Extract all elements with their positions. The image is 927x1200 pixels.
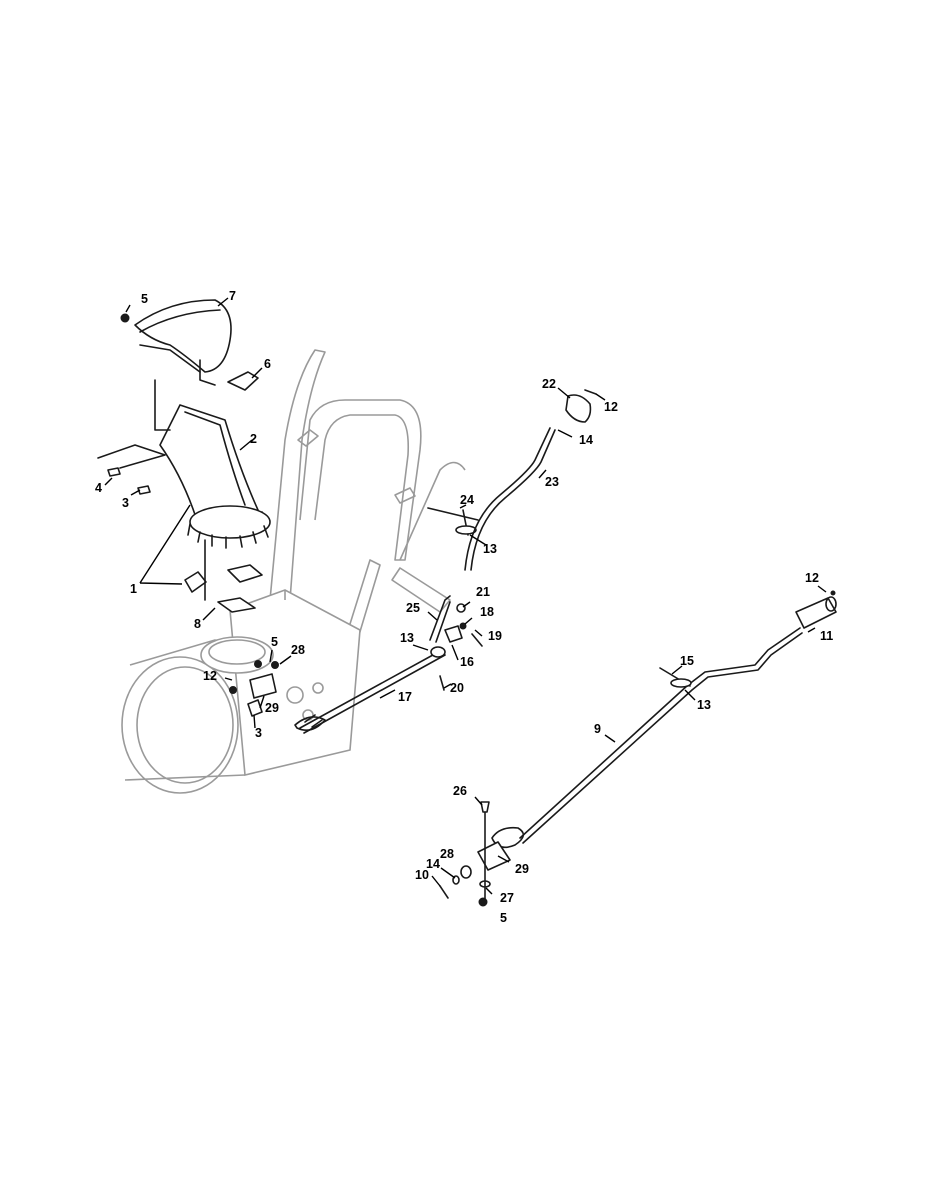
callout-6: 6: [264, 357, 271, 371]
mid-linkage: [429, 595, 483, 691]
chute-tilt-handle: [227, 371, 259, 391]
callout-4: 4: [95, 481, 102, 495]
callout-29-lower: 29: [515, 862, 529, 876]
callout-5-mid: 5: [271, 635, 278, 649]
callout-12-upper: 12: [604, 400, 618, 414]
shift-rod: [519, 590, 837, 844]
callout-19: 19: [488, 629, 502, 643]
callout-23: 23: [545, 475, 559, 489]
snowblower-frame: [121, 349, 466, 794]
chute-hardware: [107, 313, 263, 613]
leader-lines: [104, 297, 827, 895]
callout-8: 8: [194, 617, 201, 631]
chute-deflector: [134, 299, 232, 373]
callout-12-left: 12: [203, 669, 217, 683]
callout-10: 10: [415, 868, 429, 882]
callout-5-top: 5: [141, 292, 148, 306]
callout-1: 1: [130, 582, 137, 596]
callout-9: 9: [594, 722, 601, 736]
chute-body: [159, 404, 271, 549]
callout-12-right: 12: [805, 571, 819, 585]
callout-18: 18: [480, 605, 494, 619]
callout-13-upper: 13: [483, 542, 497, 556]
callout-24: 24: [460, 493, 474, 507]
callout-14-upper: 14: [579, 433, 593, 447]
callout-labels: 1 2 3 3 4 5 5 5 6 7 8 9 10 11 12 12 12 1…: [95, 289, 833, 925]
alignment-guides: [97, 359, 216, 601]
chute-cable: [294, 646, 446, 734]
chute-control-rod: [427, 389, 597, 571]
callout-5-bottom: 5: [500, 911, 507, 925]
callout-13-mid: 13: [400, 631, 414, 645]
callout-15: 15: [680, 654, 694, 668]
callout-16: 16: [460, 655, 474, 669]
callout-25: 25: [406, 601, 420, 615]
lower-bracket-cluster: [439, 801, 525, 907]
callout-14-lower: 14: [426, 857, 440, 871]
callout-21: 21: [476, 585, 490, 599]
callout-28-upper: 28: [291, 643, 305, 657]
callout-3-lower: 3: [255, 726, 262, 740]
callout-7: 7: [229, 289, 236, 303]
callout-27: 27: [500, 891, 514, 905]
callout-29-upper: 29: [265, 701, 279, 715]
callout-22: 22: [542, 377, 556, 391]
callout-17: 17: [398, 690, 412, 704]
callout-11: 11: [820, 629, 833, 643]
callout-28-lower: 28: [440, 847, 454, 861]
callout-26: 26: [453, 784, 467, 798]
callout-20: 20: [450, 681, 464, 695]
callout-3-upper: 3: [122, 496, 129, 510]
chute-bracket-cluster: [229, 660, 279, 717]
callout-2: 2: [250, 432, 257, 446]
callout-13-right: 13: [697, 698, 711, 712]
